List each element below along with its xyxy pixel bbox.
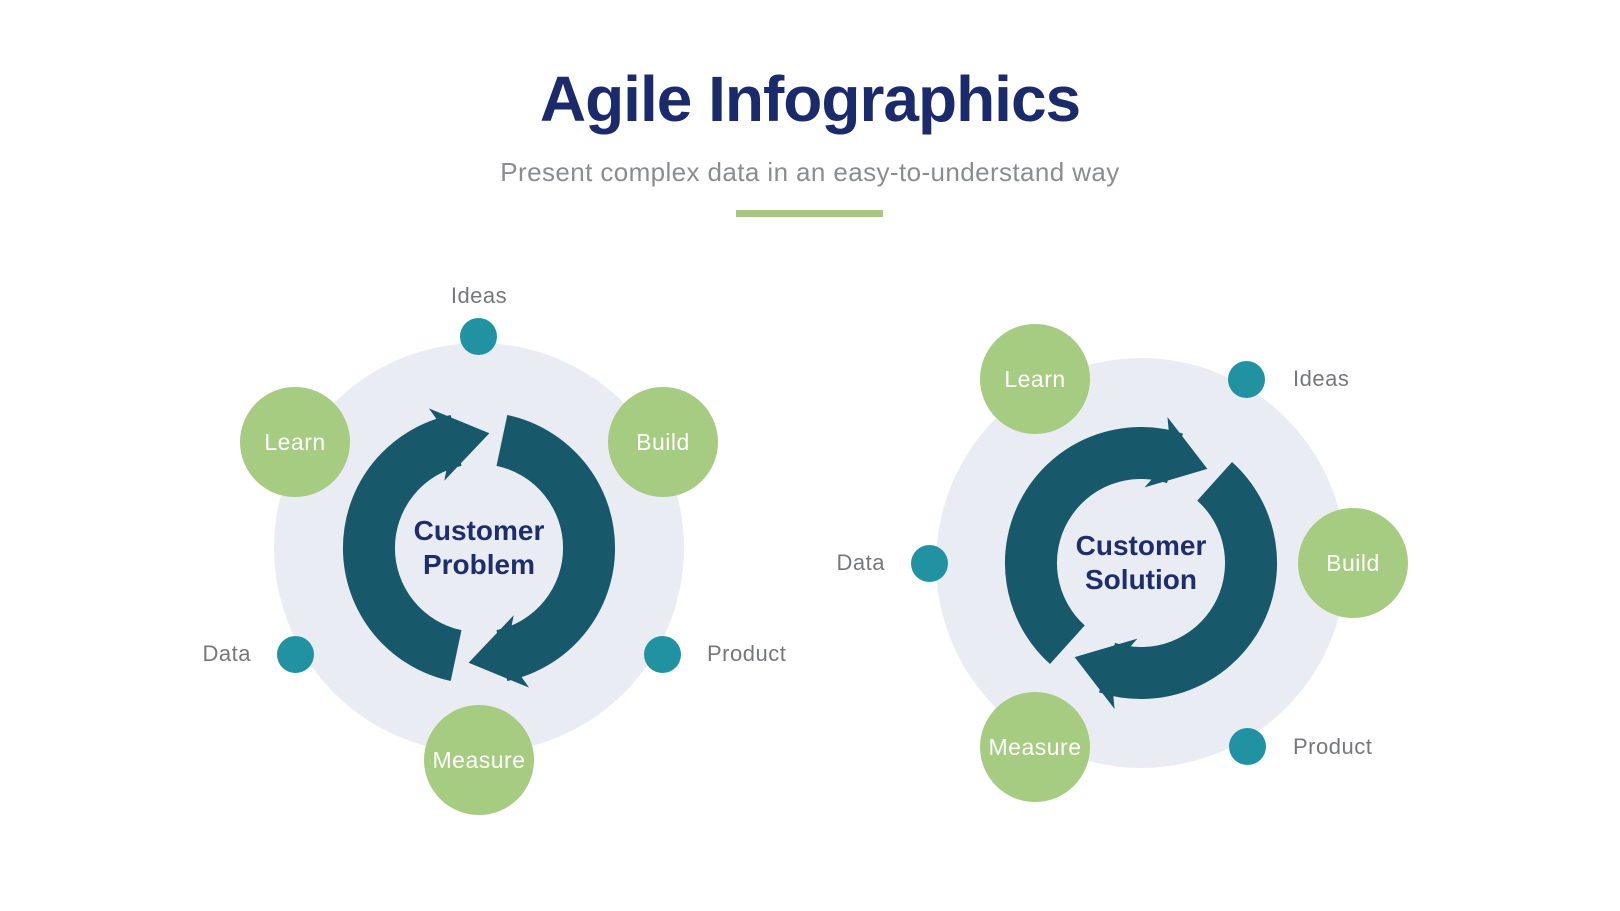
stage-circle-learn-label: Learn bbox=[1004, 365, 1066, 392]
customer-solution-diagram: Customer Solution Learn Build Measure Id… bbox=[837, 323, 1408, 803]
stage-circle-build: Build bbox=[608, 387, 718, 497]
stage-circle-learn-label: Learn bbox=[264, 428, 326, 455]
page-subtitle: Present complex data in an easy-to-under… bbox=[500, 157, 1120, 187]
center-label-line1: Customer bbox=[413, 515, 545, 546]
cycle-arrows-icon bbox=[343, 408, 615, 688]
stage-dot-ideas bbox=[460, 318, 497, 355]
stage-circle-learn: Learn bbox=[980, 324, 1090, 434]
cycle-ring-graphic bbox=[936, 358, 1346, 768]
stage-circle-measure: Measure bbox=[424, 705, 534, 815]
stage-circle-build-label: Build bbox=[1326, 549, 1380, 576]
stage-label-ideas: Ideas bbox=[1293, 366, 1350, 391]
stage-circle-measure-label: Measure bbox=[432, 746, 526, 773]
stage-dot-product bbox=[644, 636, 681, 673]
diagram-center-label: Customer Solution bbox=[1076, 529, 1207, 597]
stage-dot-data bbox=[277, 636, 314, 673]
stage-circle-build-label: Build bbox=[636, 428, 690, 455]
title-divider bbox=[736, 210, 883, 217]
cycle-arrows-icon bbox=[1004, 416, 1278, 710]
diagram-halo-circle bbox=[936, 358, 1346, 768]
diagram-center-label: Customer Problem bbox=[414, 514, 545, 582]
stage-circle-measure-label: Measure bbox=[988, 733, 1082, 760]
stage-label-ideas: Ideas bbox=[450, 283, 508, 308]
page-title: Agile Infographics bbox=[539, 63, 1081, 135]
stage-circle-build: Build bbox=[1298, 508, 1408, 618]
cycle-ring-graphic bbox=[274, 343, 684, 753]
stage-label-product: Product bbox=[1293, 734, 1373, 759]
stage-dot-data bbox=[911, 545, 948, 582]
center-label-line1: Customer bbox=[1075, 530, 1207, 561]
stage-label-data: Data bbox=[202, 641, 251, 666]
customer-problem-diagram: Customer Problem Learn Build Measure Ide… bbox=[203, 283, 786, 815]
stage-dot-product bbox=[1229, 728, 1266, 765]
stage-dot-ideas bbox=[1228, 361, 1265, 398]
diagram-halo-circle bbox=[274, 343, 684, 753]
stage-circle-learn: Learn bbox=[240, 387, 350, 497]
center-label-line2: Solution bbox=[1085, 564, 1197, 595]
stage-label-data: Data bbox=[836, 550, 885, 575]
stage-circle-measure: Measure bbox=[980, 692, 1090, 802]
center-label-line2: Problem bbox=[422, 549, 536, 580]
stage-label-product: Product bbox=[707, 641, 787, 666]
